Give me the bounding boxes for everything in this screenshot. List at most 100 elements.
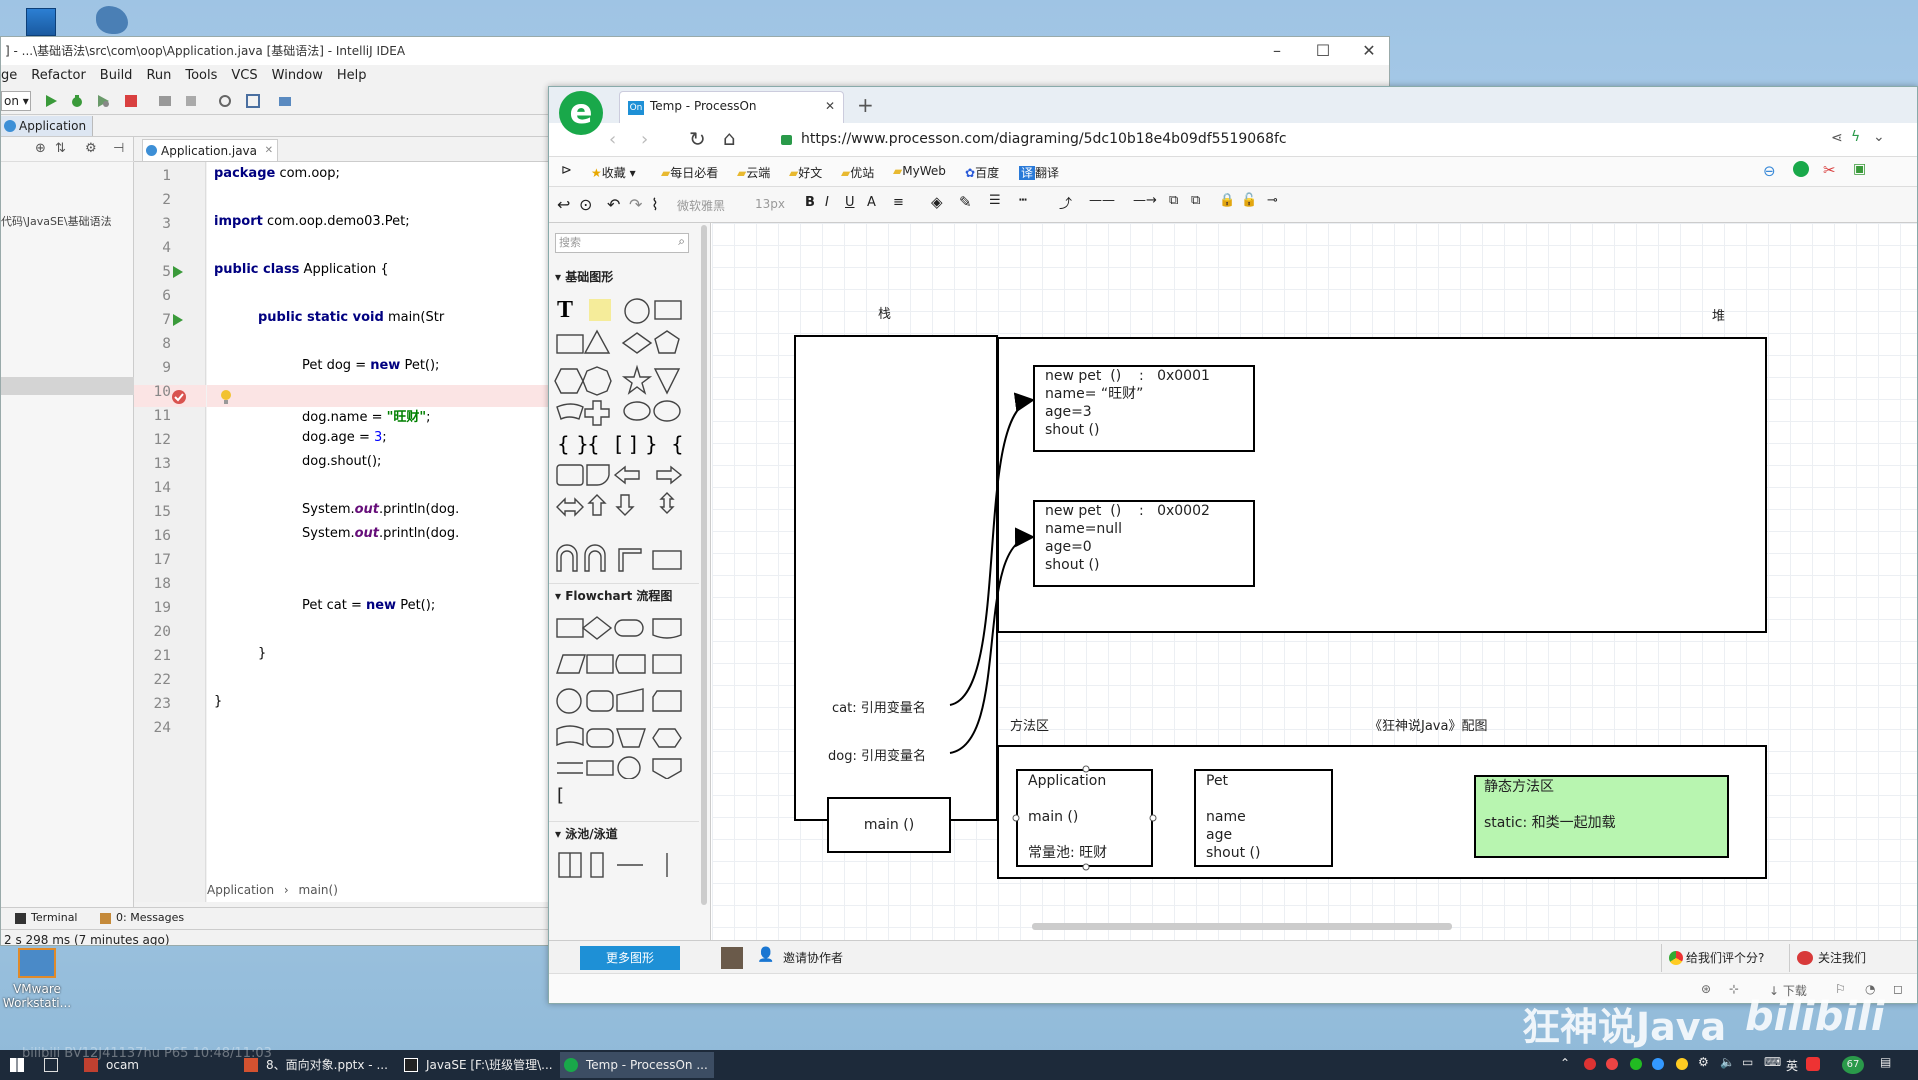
browser-logo-icon[interactable]: e xyxy=(559,91,603,135)
back-layer-icon[interactable]: ⧉ xyxy=(1191,193,1201,208)
align-icon[interactable]: ≡ xyxy=(893,195,904,210)
shape-search[interactable]: 搜索 ⌕ xyxy=(555,233,689,253)
bracket-shape[interactable]: [ xyxy=(557,785,565,806)
tray-record-icon[interactable] xyxy=(1584,1058,1596,1070)
menu-item-run[interactable]: Run xyxy=(146,68,172,83)
menu-item-refactor[interactable]: Refactor xyxy=(31,68,86,83)
section-flowchart[interactable]: ▾ Flowchart 流程图 xyxy=(549,583,699,607)
tab-application-java[interactable]: Application.java ✕ xyxy=(142,139,279,161)
lock-shape-icon[interactable]: 🔒 xyxy=(1219,193,1236,208)
back-arrow-icon[interactable]: ↩ xyxy=(557,195,571,214)
download-icon[interactable]: ↓ 下载 xyxy=(1769,984,1807,998)
gear-icon[interactable]: ⚙ xyxy=(85,141,97,156)
menu-item-edge[interactable]: ge xyxy=(1,68,18,83)
bookmark-baidu[interactable]: ✿百度 xyxy=(965,166,1000,180)
redo-icon[interactable]: ↷ xyxy=(629,195,643,214)
avatar[interactable] xyxy=(721,947,743,969)
debug-icon[interactable] xyxy=(69,93,85,109)
italic-icon[interactable]: I xyxy=(825,195,829,210)
arrow-end-icon[interactable]: —→ xyxy=(1133,193,1157,208)
rate-us-button[interactable]: 给我们评个分? xyxy=(1661,944,1785,972)
front-icon[interactable]: ⧉ xyxy=(1169,193,1179,208)
connector-icon[interactable]: ⤴ xyxy=(1059,197,1073,212)
line-type-icon[interactable]: —— xyxy=(1089,193,1115,208)
undo-icon[interactable]: ↶ xyxy=(607,195,621,214)
status-icon-2[interactable]: ⊹ xyxy=(1729,982,1740,996)
forward-icon[interactable]: › xyxy=(641,129,649,150)
tray-s-icon[interactable] xyxy=(1806,1057,1820,1071)
run-icon[interactable] xyxy=(43,93,59,109)
font-color-icon[interactable]: A xyxy=(867,195,876,210)
link-icon[interactable]: ⊸ xyxy=(1267,193,1278,208)
tab-close-icon[interactable]: ✕ xyxy=(824,99,835,113)
underline-icon[interactable]: U xyxy=(845,195,855,210)
build-icon[interactable] xyxy=(157,93,173,109)
pet-class-box[interactable]: Pet name age shout () xyxy=(1194,769,1333,867)
follow-us-button[interactable]: 关注我们 xyxy=(1789,944,1914,972)
tab-messages[interactable]: 0: Messages xyxy=(116,911,185,924)
tab-terminal[interactable]: Terminal xyxy=(31,911,78,924)
taskbar-intellij[interactable]: JavaSE [F:\班级管理\... xyxy=(400,1052,553,1078)
scrollbar-shapes[interactable] xyxy=(701,225,707,905)
font-select[interactable]: 微软雅黑 xyxy=(677,199,726,213)
swimlane-shape-grid[interactable] xyxy=(549,847,699,883)
unlock-shape-icon[interactable]: 🔓 xyxy=(1241,193,1258,208)
line-style-icon[interactable]: ┅ xyxy=(1019,193,1027,208)
taskbar-browser[interactable]: Temp - ProcessOn ... xyxy=(560,1052,714,1078)
format-painter-icon[interactable]: ⊙ xyxy=(579,195,593,214)
refresh-icon[interactable]: ↻ xyxy=(689,127,706,151)
minimize-icon[interactable]: – xyxy=(1273,41,1281,60)
ext-translate-icon[interactable]: ▣ xyxy=(1853,161,1867,177)
bookmark-articles[interactable]: ▰好文 xyxy=(789,166,823,180)
url-field[interactable]: https://www.processon.com/diagraming/5dc… xyxy=(801,131,1287,147)
volume-icon[interactable]: 🔈 xyxy=(1720,1055,1735,1069)
fill-icon[interactable]: ◈ xyxy=(931,193,943,211)
task-view-icon[interactable] xyxy=(44,1058,58,1072)
ext-minus-icon[interactable]: ⊖ xyxy=(1763,162,1776,180)
static-method-area-box[interactable]: 静态方法区 static: 和类一起加载 xyxy=(1474,775,1729,858)
invite-collaborator-link[interactable]: 邀请协作者 xyxy=(783,951,844,965)
vmware-icon[interactable] xyxy=(18,948,56,978)
pet-object-2[interactable]: new pet () : 0x0002 name=null age=0 shou… xyxy=(1033,500,1255,587)
tray-settings-icon[interactable]: ⚙ xyxy=(1698,1055,1709,1069)
rebuild-icon[interactable] xyxy=(183,93,199,109)
bold-icon[interactable]: B xyxy=(805,195,815,210)
bookmark-translate[interactable]: 译翻译 xyxy=(1019,166,1060,180)
vmware-label[interactable]: VMware Workstati... xyxy=(2,982,72,1010)
settings-icon[interactable] xyxy=(217,93,233,109)
keyboard-icon[interactable]: ⌨ xyxy=(1764,1055,1782,1069)
run-config-select[interactable]: on ▾ xyxy=(1,91,31,111)
tray-weibo-icon[interactable] xyxy=(1606,1058,1618,1070)
brush-icon[interactable]: ⌇ xyxy=(651,195,659,214)
bookmark-daily[interactable]: ▰每日必看 xyxy=(661,166,719,180)
share-icon[interactable]: ⋖ xyxy=(1831,130,1843,146)
menu-item-help[interactable]: Help xyxy=(336,68,367,83)
bookmark-myweb[interactable]: ▰MyWeb xyxy=(893,164,946,178)
more-shapes-button[interactable]: 更多图形 xyxy=(580,946,680,970)
application-class-box[interactable]: Application main () 常量池: 旺财 xyxy=(1016,769,1153,867)
basic-shape-grid-extra[interactable] xyxy=(549,539,699,579)
new-tab-icon[interactable]: + xyxy=(857,93,874,117)
tray-chevron-icon[interactable]: ⌃ xyxy=(1560,1056,1571,1070)
flowchart-shape-grid[interactable] xyxy=(549,609,699,779)
taskbar-ocam[interactable]: ocam xyxy=(80,1052,230,1078)
status-icon-3[interactable]: ⚐ xyxy=(1835,982,1846,996)
menu-item-build[interactable]: Build xyxy=(99,68,133,83)
sidebar-toggle-icon[interactable]: ⊳ xyxy=(561,163,572,178)
status-icon-5[interactable]: ◻ xyxy=(1893,982,1903,996)
section-swimlane[interactable]: ▾ 泳池/泳道 xyxy=(549,821,699,845)
run-class-icon[interactable] xyxy=(171,265,185,279)
run-main-icon[interactable] xyxy=(171,313,185,327)
coverage-icon[interactable] xyxy=(95,93,111,109)
horizontal-scrollbar[interactable] xyxy=(1032,923,1452,930)
editor-crumb-method[interactable]: main() xyxy=(298,883,338,897)
status-icon-4[interactable]: ◔ xyxy=(1865,982,1876,996)
notification-icon[interactable]: ▤ xyxy=(1880,1055,1892,1069)
ext-wechat-icon[interactable] xyxy=(1793,161,1809,177)
breakpoint-icon[interactable] xyxy=(171,389,187,405)
lightning-icon[interactable]: ϟ xyxy=(1851,129,1861,145)
stop-icon[interactable] xyxy=(123,93,139,109)
section-basic[interactable]: ▾ 基础图形 xyxy=(555,270,614,284)
breadcrumb-application[interactable]: Application xyxy=(1,116,94,136)
locate-icon[interactable]: ⊕ xyxy=(35,141,46,156)
